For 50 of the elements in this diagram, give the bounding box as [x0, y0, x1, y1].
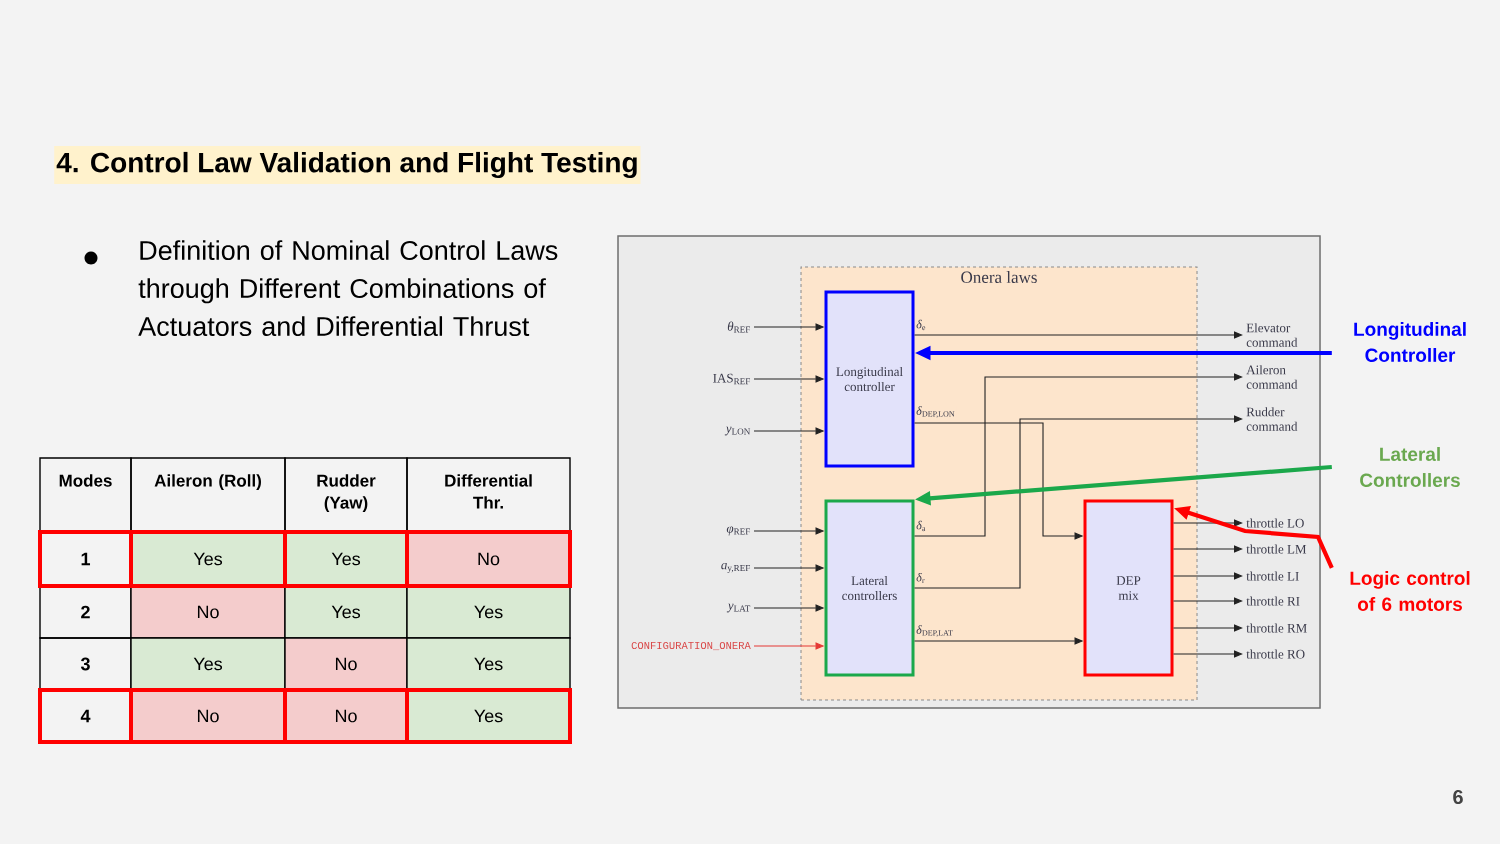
block-box: Longitudinal controller — [824, 290, 915, 468]
signal-label: CONFIGURATION_ONERA — [631, 641, 751, 651]
annotation-text: Longitudinal Controller — [1354, 322, 1466, 362]
bullet-text: Definition of Nominal Control Laws through Different Combinations of Actuators and Differential Thrust — [138, 240, 558, 337]
page-number: 6 — [1453, 789, 1463, 805]
arrow — [913, 373, 1243, 537]
output-label: throttle LI — [1246, 571, 1299, 581]
edge-label: δ$_{r}$ — [915, 571, 927, 585]
table-cell: No — [284, 637, 408, 691]
signal-label: a$_{y,REF}$ — [721, 563, 750, 573]
signal-label: φ$_{REF}$ — [726, 526, 750, 536]
arrow — [1172, 624, 1243, 632]
annotation-text: Lateral Controllers — [1360, 447, 1460, 487]
table-cell: Yes — [405, 688, 572, 744]
output-label: throttle RI — [1246, 596, 1300, 606]
table-cell: Yes — [406, 585, 571, 639]
arrow — [1172, 650, 1243, 658]
table-cell: Yes — [130, 637, 286, 691]
arrow — [1172, 545, 1243, 553]
annotation-text: Logic control of 6 motors — [1350, 571, 1470, 611]
output-label: throttle LM — [1246, 544, 1307, 554]
edge-label: δ$_{DEP,LAT}$ — [915, 624, 955, 638]
signal-label: IAS$_{REF}$ — [713, 373, 750, 385]
table-cell: Yes — [129, 530, 287, 588]
table-cell: No — [130, 585, 286, 639]
table-header-cell: Modes — [39, 457, 132, 533]
table-cell: No — [129, 688, 287, 744]
edge-label: δ$_{DEP,LON}$ — [915, 405, 957, 419]
heading: 4. Control Law Validation and Flight Testing — [54, 145, 641, 185]
signal-label: y$_{LON}$ — [724, 426, 751, 436]
arrow — [1172, 572, 1243, 580]
table-cell: No — [283, 688, 409, 744]
output-label: throttle LO — [1246, 518, 1304, 528]
output-label: Aileron command — [1246, 365, 1298, 389]
output-label: throttle RM — [1246, 623, 1307, 633]
table-cell: Yes — [284, 585, 408, 639]
arrow — [913, 415, 1243, 589]
output-label: Elevator command — [1246, 323, 1298, 347]
block-box: DEP mix — [1083, 499, 1174, 677]
arrow — [1172, 597, 1243, 605]
signal-label: y$_{LAT}$ — [726, 603, 751, 613]
output-label: Rudder command — [1246, 407, 1298, 431]
output-label: throttle RO — [1246, 649, 1305, 659]
table-cell: No — [405, 530, 572, 588]
signal-label: θ$_{REF}$ — [727, 321, 750, 333]
table-cell: Yes — [283, 530, 409, 588]
arrow — [913, 331, 1243, 339]
table-cell: Yes — [406, 637, 571, 691]
arrow — [1172, 519, 1243, 527]
block-box: Lateral controllers — [824, 499, 915, 677]
